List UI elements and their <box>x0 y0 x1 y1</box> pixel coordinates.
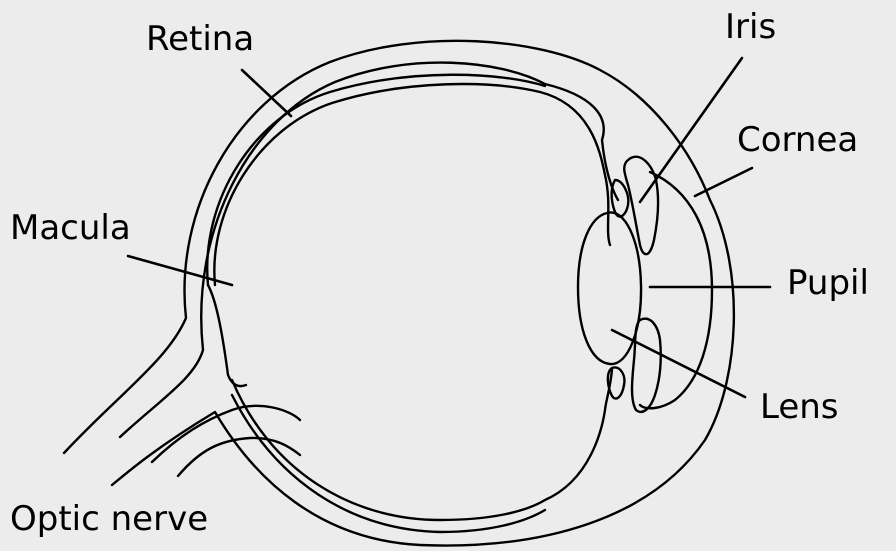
sclera-inner <box>120 63 618 437</box>
macula-label: Macula <box>10 211 131 245</box>
cornea-inner <box>640 172 712 408</box>
pupil-label: Pupil <box>787 266 869 300</box>
cornea-label: Cornea <box>737 123 858 157</box>
sclera-outer <box>64 41 734 546</box>
iris-label: Iris <box>725 10 776 44</box>
vitreous-boundary <box>214 84 610 285</box>
lower-outer-band <box>232 395 545 532</box>
lens-label: Lens <box>760 390 839 424</box>
retina-layer <box>207 75 545 285</box>
macula-leader <box>128 256 232 285</box>
optic-nerve-upper <box>208 285 246 386</box>
optic-nerve-label: Optic nerve <box>10 502 208 536</box>
iris-upper <box>624 157 658 254</box>
retina-leader <box>242 70 291 116</box>
retina-label: Retina <box>146 22 254 56</box>
ciliary-upper <box>612 180 629 217</box>
optic-nerve-sheath <box>152 406 300 462</box>
